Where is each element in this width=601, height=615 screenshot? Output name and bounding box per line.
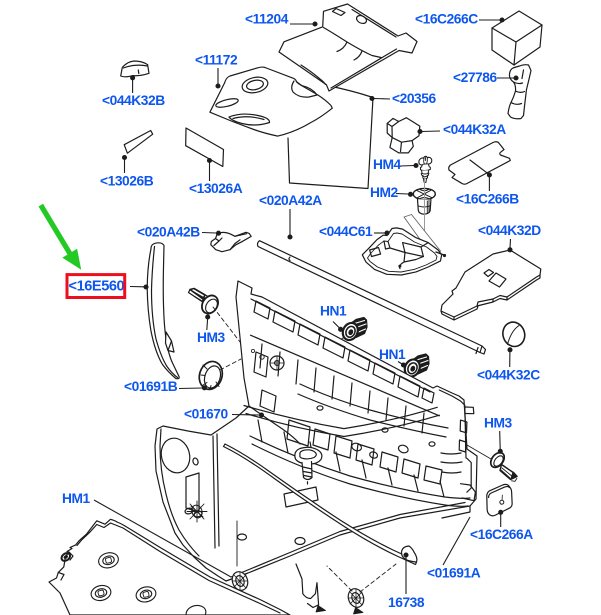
svg-text:<13026B: <13026B <box>100 174 154 189</box>
svg-text:<11172: <11172 <box>195 53 238 68</box>
svg-text:<01691A: <01691A <box>427 565 481 580</box>
svg-text:<01691B: <01691B <box>124 379 178 394</box>
svg-text:HM4: HM4 <box>373 157 402 172</box>
svg-text:HM3: HM3 <box>197 330 226 345</box>
svg-text:HM1: HM1 <box>62 491 91 506</box>
svg-text:<20356: <20356 <box>392 91 436 106</box>
svg-text:<16E560: <16E560 <box>69 279 125 295</box>
svg-text:<16C266B: <16C266B <box>456 192 519 207</box>
svg-text:<01670: <01670 <box>184 407 228 422</box>
svg-text:HM3: HM3 <box>484 415 513 430</box>
svg-text:<044K32A: <044K32A <box>443 122 506 137</box>
svg-text:<020A42B: <020A42B <box>137 224 200 239</box>
svg-text:HN1: HN1 <box>320 304 347 319</box>
svg-text:<13026A: <13026A <box>189 181 243 196</box>
svg-text:<044K32C: <044K32C <box>477 367 540 382</box>
svg-text:<044C61: <044C61 <box>319 224 373 239</box>
svg-text:HN1: HN1 <box>379 347 406 362</box>
svg-text:<27786: <27786 <box>453 70 497 85</box>
svg-text:<16C266A: <16C266A <box>470 527 533 542</box>
svg-text:<11204: <11204 <box>245 12 289 27</box>
svg-text:<020A42A: <020A42A <box>259 193 322 208</box>
svg-text:16738: 16738 <box>388 595 425 610</box>
svg-text:<044K32B: <044K32B <box>102 93 165 108</box>
svg-text:<16C266C: <16C266C <box>415 12 478 27</box>
svg-text:HM2: HM2 <box>370 185 399 200</box>
svg-text:<044K32D: <044K32D <box>478 223 541 238</box>
